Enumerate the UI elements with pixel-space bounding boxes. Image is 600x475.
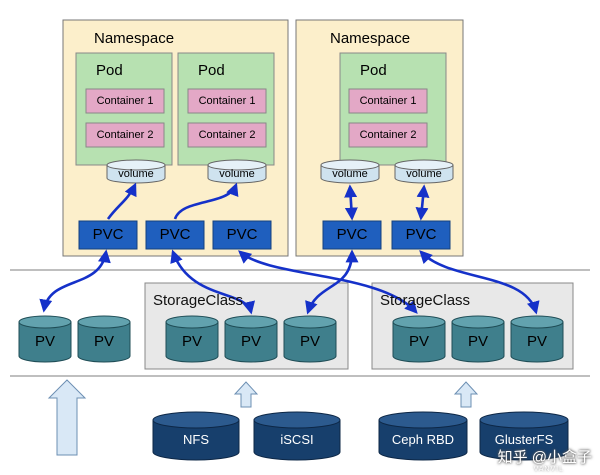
container-box (348, 122, 428, 148)
namespace-label: Namespace (330, 30, 411, 47)
pv-cylinder (451, 315, 505, 363)
container-label: Container 1 (96, 95, 154, 107)
pvc-box (322, 220, 382, 250)
pv-label: PV (93, 333, 114, 350)
container-label: Container 1 (198, 95, 256, 107)
up-arrow-storageclass-2 (453, 381, 479, 408)
pod-label: Pod (96, 62, 123, 79)
pv-cylinder (283, 315, 337, 363)
pvc-label: PVC (226, 226, 258, 243)
pvc-box (78, 220, 138, 250)
volume-label: volume (406, 168, 442, 180)
container-box (187, 122, 267, 148)
backend-cylinder-nfs (152, 411, 240, 461)
container-label: Container 1 (359, 95, 417, 107)
backend-cylinder-glusterfs (479, 411, 569, 461)
pvc-box (212, 220, 272, 250)
pv-cylinder (165, 315, 219, 363)
container-box (187, 88, 267, 114)
pv-label: PV (181, 333, 202, 350)
volume-cylinder (207, 159, 267, 184)
pv-label: PV (299, 333, 320, 350)
arrow-pvc-volume-bidirectional (344, 184, 358, 221)
container-box (348, 88, 428, 114)
backend-label-iscsi: iSCSI (280, 432, 314, 447)
volume-cylinder (394, 159, 454, 184)
watermark: 知乎 @小盒子 (497, 449, 592, 466)
pv-label: PV (526, 333, 547, 350)
backend-label-ceph: Ceph RBD (391, 432, 455, 447)
up-arrow-static (47, 379, 87, 456)
pv-label: PV (467, 333, 488, 350)
pod-label: Pod (360, 62, 387, 79)
pvc-box (391, 220, 451, 250)
arrow-pvc-to-pv (39, 249, 111, 313)
pod-label: Pod (198, 62, 225, 79)
container-box (85, 88, 165, 114)
container-label: Container 2 (96, 129, 154, 141)
pv-cylinder (392, 315, 446, 363)
volume-label: volume (219, 168, 255, 180)
pv-cylinder (510, 315, 564, 363)
backend-label-nfs: NFS (183, 432, 209, 447)
pvc-label: PVC (405, 226, 437, 243)
pv-label: PV (34, 333, 55, 350)
backend-cylinder-ceph (378, 411, 468, 461)
namespace-label: Namespace (94, 30, 175, 47)
watermark-sub: VANVIL (533, 466, 564, 473)
volume-cylinder (320, 159, 380, 184)
up-arrow-storageclass-1 (233, 381, 259, 408)
pvc-label: PVC (92, 226, 124, 243)
backend-label-glusterfs: GlusterFS (494, 432, 554, 447)
arrow-pvc-volume-bidirectional (415, 184, 430, 221)
container-label: Container 2 (359, 129, 417, 141)
storageclass-label: StorageClass (153, 292, 244, 309)
pv-cylinder (18, 315, 72, 363)
storageclass-label: StorageClass (380, 292, 471, 309)
container-label: Container 2 (198, 129, 256, 141)
pvc-label: PVC (159, 226, 191, 243)
pv-label: PV (408, 333, 429, 350)
arrow-pvc-to-volume (173, 182, 239, 220)
pv-cylinder (77, 315, 131, 363)
pv-label: PV (240, 333, 261, 350)
volume-label: volume (118, 168, 154, 180)
backend-cylinder-iscsi (253, 411, 341, 461)
pvc-label: PVC (336, 226, 368, 243)
volume-cylinder (106, 159, 166, 184)
arrow-pvc-to-pv (419, 250, 540, 315)
container-box (85, 122, 165, 148)
pvc-box (145, 220, 205, 250)
arrow-pvc-to-pv (305, 249, 359, 315)
arrow-pvc-to-volume (106, 182, 137, 220)
volume-label: volume (332, 168, 368, 180)
pv-cylinder (224, 315, 278, 363)
